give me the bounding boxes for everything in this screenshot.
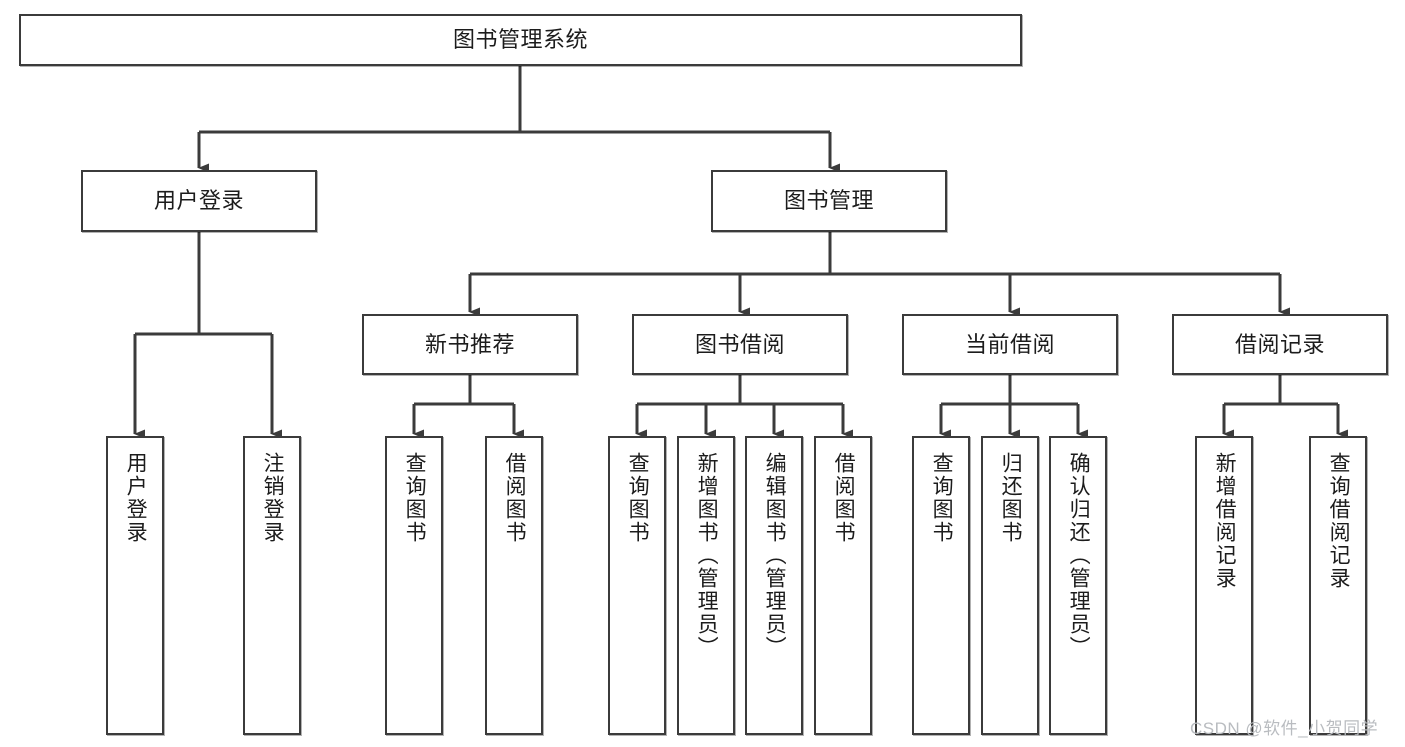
- node-leaf-edit-book-admin[interactable]: 编辑图书（管理员）: [745, 436, 803, 735]
- node-label: 用户登录: [124, 452, 148, 544]
- node-label: 确认归还（管理员）: [1067, 452, 1091, 659]
- node-leaf-logout[interactable]: 注销登录: [243, 436, 301, 735]
- node-book-management[interactable]: 图书管理: [711, 170, 947, 232]
- node-leaf-add-book-admin[interactable]: 新增图书（管理员）: [677, 436, 735, 735]
- node-current-borrow[interactable]: 当前借阅: [902, 314, 1118, 375]
- node-leaf-query-book-borrow[interactable]: 查询图书: [608, 436, 666, 735]
- node-user-login[interactable]: 用户登录: [81, 170, 317, 232]
- node-label: 查询图书: [930, 452, 954, 544]
- node-label: 借阅记录: [1234, 331, 1325, 357]
- node-label: 查询借阅记录: [1327, 452, 1351, 590]
- node-label: 注销登录: [261, 452, 285, 544]
- node-label: 查询图书: [403, 452, 427, 544]
- node-leaf-borrow-book-recommend[interactable]: 借阅图书: [485, 436, 543, 735]
- node-leaf-confirm-return-admin[interactable]: 确认归还（管理员）: [1049, 436, 1107, 735]
- node-book-borrow[interactable]: 图书借阅: [632, 314, 848, 375]
- node-label: 新增图书（管理员）: [695, 452, 719, 659]
- node-label: 图书管理: [783, 188, 874, 214]
- node-root-book-management-system[interactable]: 图书管理系统: [19, 14, 1022, 66]
- node-leaf-return-book[interactable]: 归还图书: [981, 436, 1039, 735]
- node-leaf-query-borrow-record[interactable]: 查询借阅记录: [1309, 436, 1367, 735]
- node-leaf-user-login[interactable]: 用户登录: [106, 436, 164, 735]
- node-label: 编辑图书（管理员）: [763, 452, 787, 659]
- node-label: 用户登录: [153, 188, 244, 214]
- node-new-book-recommend[interactable]: 新书推荐: [362, 314, 578, 375]
- node-label: 借阅图书: [832, 452, 856, 544]
- node-label: 查询图书: [626, 452, 650, 544]
- node-leaf-borrow-book-borrow[interactable]: 借阅图书: [814, 436, 872, 735]
- node-label: 新增借阅记录: [1213, 452, 1237, 590]
- node-label: 图书借阅: [694, 331, 785, 357]
- csdn-watermark: CSDN @软件_小贺同学: [1190, 719, 1379, 738]
- node-label: 当前借阅: [964, 331, 1055, 357]
- node-leaf-query-book-current[interactable]: 查询图书: [912, 436, 970, 735]
- node-leaf-query-book-recommend[interactable]: 查询图书: [385, 436, 443, 735]
- node-label: 借阅图书: [503, 452, 527, 544]
- node-label: 新书推荐: [424, 331, 515, 357]
- node-leaf-add-borrow-record[interactable]: 新增借阅记录: [1195, 436, 1253, 735]
- node-label: 图书管理系统: [452, 27, 588, 53]
- node-borrow-record[interactable]: 借阅记录: [1172, 314, 1388, 375]
- node-label: 归还图书: [999, 452, 1023, 544]
